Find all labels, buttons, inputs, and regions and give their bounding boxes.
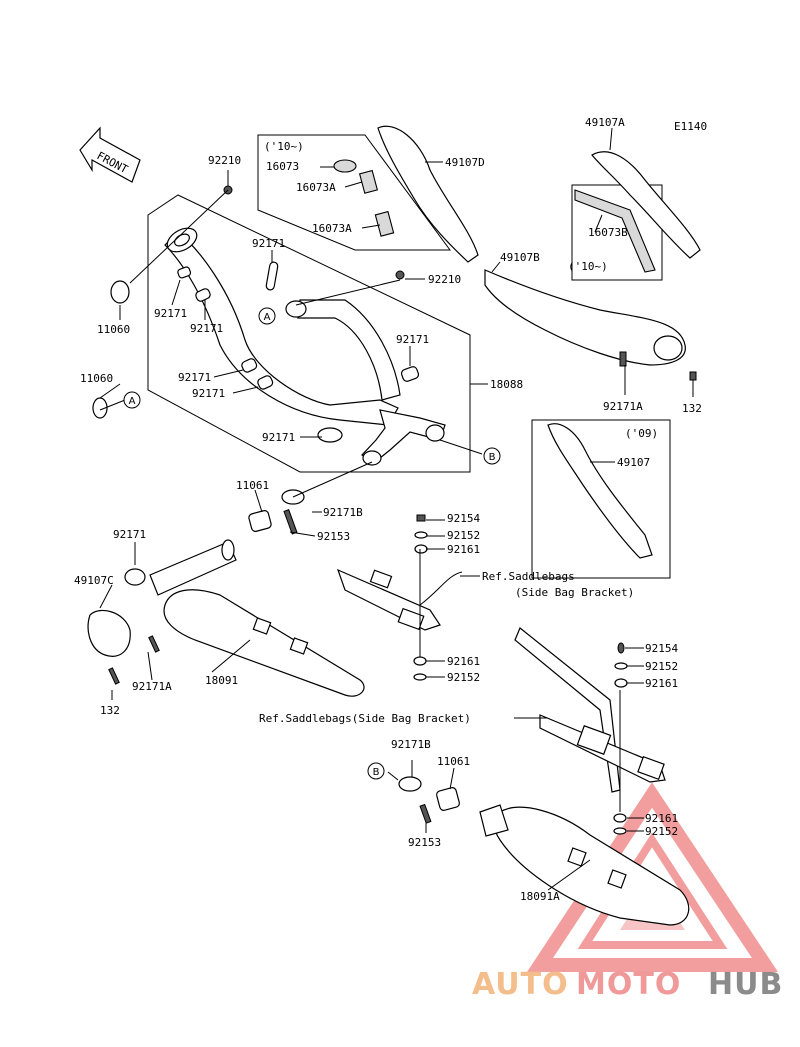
- leader-lines: [99, 127, 694, 891]
- part-label: 92152: [447, 671, 480, 684]
- heat-guard-49107B: [484, 269, 697, 381]
- part-label: 92154: [447, 512, 480, 525]
- callout-a-left: A: [123, 391, 141, 409]
- part-label: 92171B: [391, 738, 431, 751]
- frame-heat-guard-09: [531, 419, 671, 579]
- muffler-18091A: [398, 776, 690, 926]
- part-label: 92161: [645, 812, 678, 825]
- part-label: 132: [682, 402, 702, 415]
- heat-guard-49107D: [333, 125, 479, 263]
- part-label: 92171: [154, 307, 187, 320]
- part-label: Ref.Saddlebags: [482, 570, 575, 583]
- part-label: 16073A: [296, 181, 336, 194]
- callout-letter: A: [129, 396, 136, 407]
- part-label: ('10~): [568, 260, 608, 273]
- part-label: 92171: [113, 528, 146, 541]
- callout-letter: B: [373, 767, 380, 778]
- part-label: 92152: [447, 529, 480, 542]
- part-label: 92161: [447, 543, 480, 556]
- part-label: 92171: [190, 322, 223, 335]
- part-label: 92171: [192, 387, 225, 400]
- part-label: 92161: [645, 677, 678, 690]
- part-label: 92161: [447, 655, 480, 668]
- part-label: Ref.Saddlebags(Side Bag Bracket): [259, 712, 471, 725]
- part-label: 16073: [266, 160, 299, 173]
- part-label: 49107: [617, 456, 650, 469]
- part-label: 92153: [408, 836, 441, 849]
- part-label: 92210: [208, 154, 241, 167]
- saddlebag-bracket-upper: [336, 514, 463, 681]
- part-label: 11061: [437, 755, 470, 768]
- watermark-hub: HUB: [708, 967, 783, 1002]
- part-labels: 92210 11060 11060 92171 92171 92171 9217…: [74, 116, 702, 903]
- part-label: 49107B: [500, 251, 540, 264]
- callout-a-top: A: [258, 307, 276, 325]
- part-label: ('10~): [264, 140, 304, 153]
- saddlebag-bracket-lower: [514, 627, 666, 835]
- callout-letter: B: [489, 452, 496, 463]
- part-label: ('09): [625, 427, 658, 440]
- muffler-18091: [87, 489, 365, 697]
- part-label: 16073B: [588, 226, 628, 239]
- part-label: (Side Bag Bracket): [515, 586, 634, 599]
- frame-heat-guard-10: [257, 134, 451, 251]
- part-label: 92152: [645, 660, 678, 673]
- watermark-text: AUTO MOTO HUB: [472, 967, 783, 1002]
- part-label: 18091: [205, 674, 238, 687]
- part-label: 11060: [80, 372, 113, 385]
- part-label: 49107A: [585, 116, 625, 129]
- part-label: 92171A: [132, 680, 172, 693]
- part-label: 92171: [252, 237, 285, 250]
- callout-b-lower: B: [367, 762, 385, 780]
- part-label: 11060: [97, 323, 130, 336]
- part-label: 49107D: [445, 156, 485, 169]
- part-label: 92152: [645, 825, 678, 838]
- callout-b-right: B: [483, 447, 501, 465]
- heat-guard-49107A: [574, 151, 701, 273]
- part-label: 92210: [428, 273, 461, 286]
- part-label: 92171: [262, 431, 295, 444]
- diagram-code: E1140: [674, 120, 707, 133]
- part-label: 11061: [236, 479, 269, 492]
- watermark-moto: MOTO: [576, 967, 681, 1002]
- front-arrow: FRONT: [79, 126, 141, 183]
- part-label: 18088: [490, 378, 523, 391]
- header-pipe-assembly: [164, 227, 446, 466]
- part-label: 132: [100, 704, 120, 717]
- part-label: 92153: [317, 530, 350, 543]
- heat-guard-49107: [547, 423, 653, 559]
- frame-header-pipe: [147, 194, 471, 473]
- part-label: 49107C: [74, 574, 114, 587]
- part-label: 92154: [645, 642, 678, 655]
- part-label: 92171A: [603, 400, 643, 413]
- part-label: 92171: [178, 371, 211, 384]
- part-label: 92171B: [323, 506, 363, 519]
- part-label: 16073A: [312, 222, 352, 235]
- callout-letter: A: [264, 312, 271, 323]
- part-label: 18091A: [520, 890, 560, 903]
- part-label: 92171: [396, 333, 429, 346]
- watermark-auto: AUTO: [472, 967, 569, 1002]
